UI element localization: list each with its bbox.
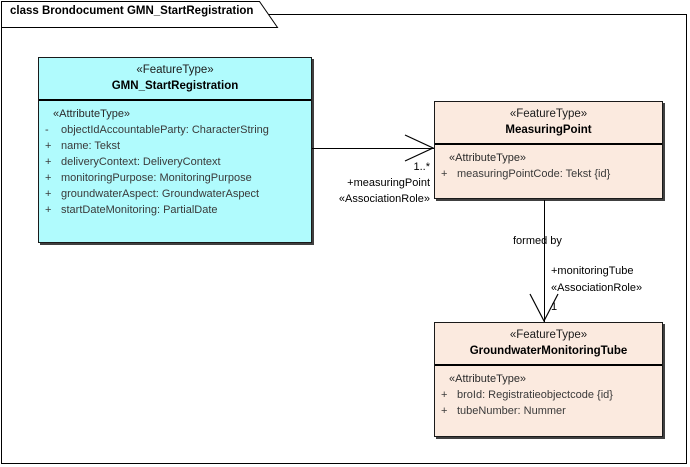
association-line-measuringpoint-to-tube: [544, 200, 545, 322]
attribute-row: + name: Tekst: [45, 138, 307, 154]
attribute-row: + tubeNumber: Nummer: [441, 403, 658, 419]
attribute-text: tubeNumber: Nummer: [457, 405, 566, 417]
class-attributes-groundwater-monitoring-tube: «AttributeType» + broId: Registratieobje…: [435, 366, 662, 424]
attribute-text: monitoringPurpose: MonitoringPurpose: [61, 172, 252, 184]
attribute-visibility: +: [45, 156, 52, 168]
association-multiplicity-measuringpoint: 1..*: [413, 161, 430, 173]
class-box-gmn-start-registration[interactable]: «FeatureType» GMN_StartRegistration «Att…: [38, 57, 312, 243]
association-name-formed-by: formed by: [513, 235, 562, 247]
attribute-text: groundwaterAspect: GroundwaterAspect: [61, 188, 260, 200]
attribute-visibility: +: [45, 140, 52, 152]
frame-tab-shape: [1, 1, 279, 28]
class-box-groundwater-monitoring-tube[interactable]: «FeatureType» GroundwaterMonitoringTube …: [434, 322, 663, 437]
attribute-row: + groundwaterAspect: GroundwaterAspect: [45, 186, 307, 202]
class-name: GroundwaterMonitoringTube: [469, 345, 628, 357]
association-line-gmn-to-measuringpoint: [312, 148, 434, 149]
attribute-text: name: Tekst: [61, 140, 121, 152]
class-stereotype: «FeatureType»: [136, 64, 214, 76]
class-attributes-measuring-point: «AttributeType» + measuringPointCode: Te…: [435, 145, 662, 187]
attribute-stereotype: «AttributeType»: [449, 373, 527, 385]
class-stereotype: «FeatureType»: [509, 329, 588, 341]
attribute-row: + deliveryContext: DeliveryContext: [45, 154, 307, 170]
association-role-monitoringtube: +monitoringTube: [551, 265, 634, 277]
attribute-visibility: -: [45, 124, 49, 136]
attribute-row: - objectIdAccountableParty: CharacterStr…: [45, 122, 307, 138]
attribute-visibility: +: [441, 168, 448, 180]
attribute-stereotype: «AttributeType»: [449, 152, 527, 164]
attribute-row: + startDateMonitoring: PartialDate: [45, 202, 307, 218]
attribute-text: deliveryContext: DeliveryContext: [61, 156, 221, 168]
attribute-visibility: +: [441, 389, 448, 401]
class-box-measuring-point[interactable]: «FeatureType» MeasuringPoint «AttributeT…: [434, 101, 663, 199]
attribute-row: + broId: Registratieobjectcode {id}: [441, 387, 658, 403]
attribute-visibility: +: [45, 188, 52, 200]
class-header-groundwater-monitoring-tube: «FeatureType» GroundwaterMonitoringTube: [435, 323, 662, 366]
association-stereotype-monitoringtube: «AssociationRole»: [551, 282, 643, 294]
attribute-text: broId: Registratieobjectcode {id}: [457, 389, 613, 401]
attribute-row: + monitoringPurpose: MonitoringPurpose: [45, 170, 307, 186]
class-header-gmn-start-registration: «FeatureType» GMN_StartRegistration: [39, 58, 311, 101]
association-arrowhead-measuringpoint: [404, 134, 435, 162]
attribute-text: measuringPointCode: Tekst {id}: [457, 168, 611, 180]
class-name: GMN_StartRegistration: [111, 80, 239, 92]
association-multiplicity-monitoringtube: 1: [551, 301, 558, 313]
class-stereotype: «FeatureType»: [509, 108, 588, 120]
association-stereotype-measuringpoint: «AssociationRole»: [338, 193, 430, 205]
attribute-visibility: +: [45, 204, 52, 216]
frame-title: class Brondocument GMN_StartRegistration: [10, 5, 254, 17]
association-role-measuringpoint: +measuringPoint: [347, 177, 430, 189]
class-attributes-gmn-start-registration: «AttributeType» - objectIdAccountablePar…: [39, 101, 311, 223]
attribute-visibility: +: [45, 172, 52, 184]
attribute-text: startDateMonitoring: PartialDate: [61, 204, 218, 216]
class-header-measuring-point: «FeatureType» MeasuringPoint: [435, 102, 662, 145]
attribute-visibility: +: [441, 405, 448, 417]
attribute-text: objectIdAccountableParty: CharacterStrin…: [61, 124, 269, 136]
association-arrowhead-tube: [529, 293, 559, 323]
attribute-row: + measuringPointCode: Tekst {id}: [441, 166, 658, 182]
attribute-stereotype: «AttributeType»: [53, 108, 131, 120]
class-name: MeasuringPoint: [505, 124, 592, 136]
